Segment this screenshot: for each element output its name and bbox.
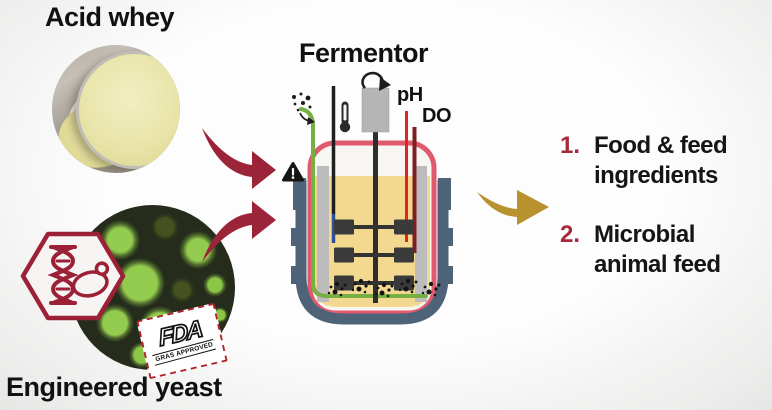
list-number: 1. [560,132,581,159]
gas-inlet-arrow-icon [299,112,315,125]
jacket-tab [291,228,301,246]
list-item-text: Food & feed ingredients [594,132,728,189]
acid-whey-photo [52,45,180,173]
impeller [334,219,414,235]
list-number: 2. [560,221,581,248]
jacket-collar-left [293,178,306,210]
ph-label: pH [397,84,423,106]
stirrer-motor [361,87,390,133]
yeast-cell-icon [71,261,110,298]
dna-helix-icon [47,245,79,305]
do-label: DO [422,105,452,127]
rotation-arrow-icon [361,71,391,91]
acid-whey-label: Acid whey [45,2,175,32]
list-item: 1. Food & feed ingredients [560,131,766,191]
cell-pellet-dots [327,278,441,298]
fermentor-label: Fermentor [299,38,429,68]
gas-bubbles-icon [292,92,312,112]
jacket-tab [443,228,453,246]
culture-liquid [314,176,430,307]
baffle-right [415,166,427,302]
baffle-left [317,166,329,302]
flow-arrow-fermentor-to-outputs [477,190,549,225]
engineered-yeast-label: Engineered yeast [6,372,222,402]
fermentor-diagram [282,71,453,325]
jacket-tab [291,266,301,284]
sparger-tube [299,107,428,298]
list-item: 2. Microbial animal feed [560,220,766,280]
thermometer-icon [339,101,351,133]
fermentor-jacket [295,180,449,325]
warning-triangle-icon [282,162,304,182]
impeller [334,247,414,263]
flow-arrow-whey-to-fermentor [202,128,276,189]
whey-ladle [76,51,180,169]
jacket-collar-right [438,178,451,210]
flow-arrow-yeast-to-fermentor [202,201,276,262]
outputs-list: 1. Food & feed ingredients 2. Microbial … [560,131,766,309]
gmo-hexagon-badge [20,231,126,321]
jacket-tab [443,266,453,284]
list-item-text: Microbial animal feed [594,221,721,278]
